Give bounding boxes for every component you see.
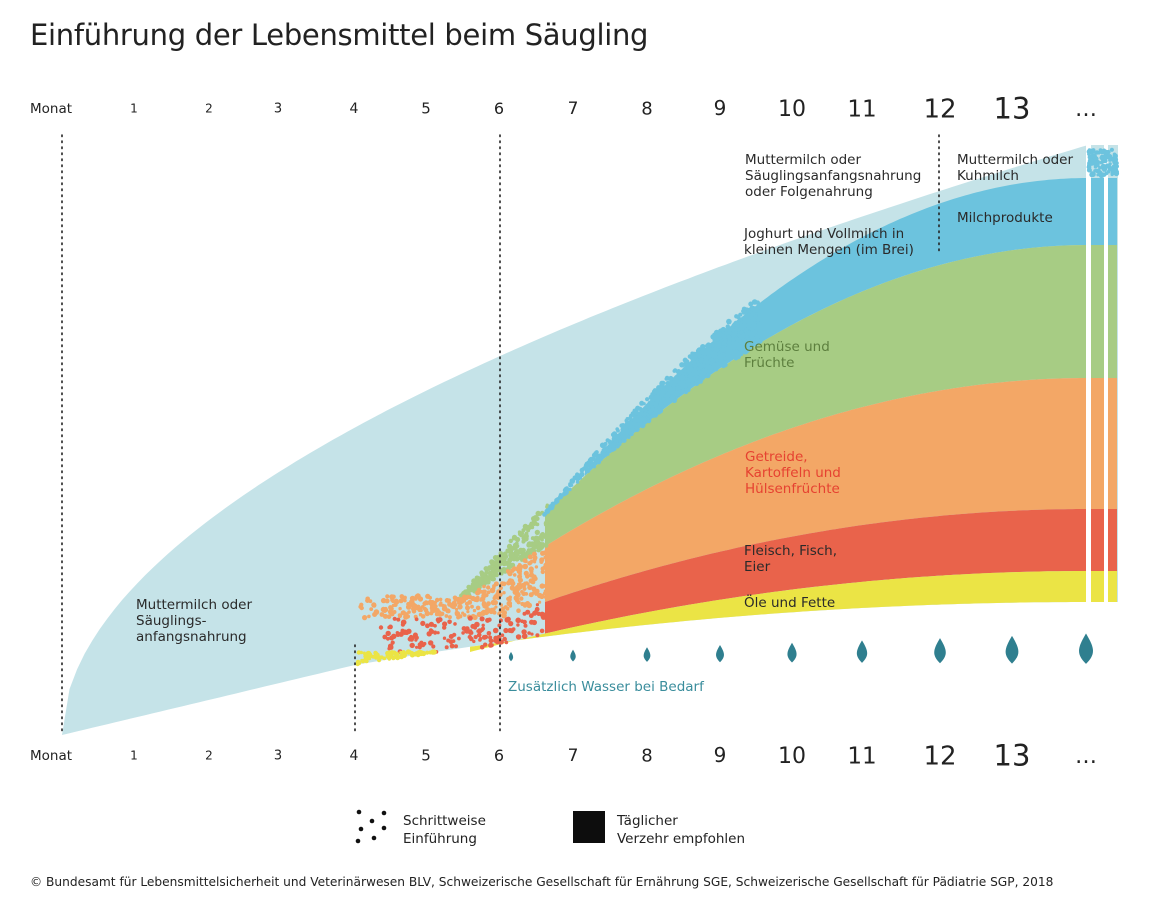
tick-top-5: 5 [421, 99, 431, 117]
tick-top-…: … [1075, 97, 1097, 122]
daily-legend-label: Täglicher Verzehr empfohlen [617, 813, 746, 847]
gradual-legend-symbol [355, 808, 391, 844]
tick-bottom-12: 12 [923, 741, 956, 771]
dots-grain [358, 550, 550, 621]
label-meat: Fleisch, Fisch,Eier [744, 543, 837, 575]
bands-layer [62, 140, 1118, 735]
tick-top-10: 10 [778, 97, 806, 122]
axis-label-top: Monat [30, 101, 72, 117]
tick-top-8: 8 [641, 98, 652, 119]
label-oil: Öle und Fette [744, 593, 835, 611]
water-drop-14 [1079, 633, 1093, 664]
month-guides [61, 134, 940, 736]
label-dairy_products: Milchprodukte [957, 210, 1053, 226]
tick-bottom-5: 5 [421, 746, 431, 764]
band-grain [545, 378, 1117, 602]
band-dairy [585, 178, 1117, 476]
water-drop-7 [570, 649, 576, 662]
source-credit: © Bundesamt für Lebensmittelsicherheit u… [30, 875, 1054, 889]
dots-meat [378, 602, 550, 655]
water-drop-8 [643, 647, 651, 662]
dots-cow-milk [1086, 147, 1120, 179]
tick-top-2: 2 [205, 101, 213, 115]
tick-top-11: 11 [847, 96, 876, 122]
band-meat [545, 509, 1117, 634]
water-drops: Zusätzlich Wasser bei Bedarf [508, 633, 1093, 695]
water-drop-10 [787, 642, 797, 663]
tick-bottom-3: 3 [274, 749, 282, 764]
tick-top-13: 13 [994, 91, 1031, 125]
tick-bottom-4: 4 [350, 748, 359, 764]
gap-1 [1086, 140, 1091, 610]
tick-bottom-13: 13 [994, 738, 1031, 772]
tick-bottom-11: 11 [847, 743, 876, 769]
tick-top-4: 4 [350, 101, 359, 117]
water-drop-13 [1005, 635, 1019, 664]
tick-bottom-10: 10 [778, 744, 806, 769]
tick-top-1: 1 [130, 101, 138, 115]
band-veg [545, 245, 1117, 547]
tick-bottom-6: 6 [494, 746, 504, 765]
water-drop-11 [856, 640, 868, 663]
gradual-legend-label: Schrittweise Einführung [403, 813, 486, 847]
water-drop-6 [508, 651, 514, 662]
tick-bottom-7: 7 [568, 746, 579, 766]
gap-2 [1104, 140, 1108, 610]
dots-oil [355, 649, 437, 667]
water-label: Zusätzlich Wasser bei Bedarf [508, 679, 705, 695]
tick-top-9: 9 [714, 96, 727, 120]
tick-bottom-…: … [1075, 744, 1097, 769]
tick-bottom-1: 1 [130, 748, 138, 762]
tick-top-12: 12 [923, 94, 956, 124]
tick-bottom-2: 2 [205, 748, 213, 762]
tick-top-7: 7 [568, 99, 579, 119]
chart-title: Einführung der Lebensmittel beim Säuglin… [30, 18, 649, 52]
tick-bottom-8: 8 [641, 745, 652, 766]
daily-legend-symbol [573, 811, 605, 843]
tick-top-3: 3 [274, 102, 282, 117]
band-oil [470, 571, 1117, 652]
axis-label-bottom: Monat [30, 748, 72, 764]
water-drop-9 [716, 645, 724, 663]
dots-dairy [542, 299, 763, 517]
gradual-introduction-dots [355, 147, 1120, 667]
tick-top-6: 6 [494, 99, 504, 118]
water-drop-12 [934, 638, 946, 664]
tick-bottom-9: 9 [714, 743, 727, 767]
